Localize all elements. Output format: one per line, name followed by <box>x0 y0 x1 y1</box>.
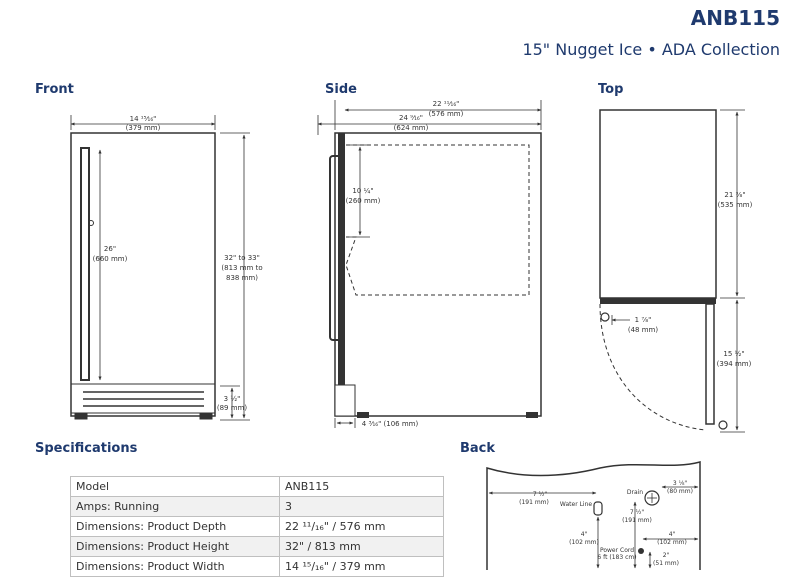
front-height-label: 32" to 33" <box>224 254 260 262</box>
front-width-label: 14 ¹⁵⁄₁₆" <box>130 115 157 123</box>
side-depth-mm: (576 mm) <box>429 110 464 118</box>
spec-label: Dimensions: Product Depth <box>70 516 280 537</box>
top-gap-mm: (48 mm) <box>628 326 659 334</box>
power-cord-icon <box>638 548 644 554</box>
side-handle <box>329 155 345 341</box>
side-toe-label: 4 ³⁄₁₆" (106 mm) <box>362 420 419 428</box>
side-heading: Side <box>325 82 357 97</box>
side-bin-mm: (260 mm) <box>346 197 381 205</box>
side-cabinet-outline <box>334 132 542 417</box>
spec-label: Model <box>70 476 280 497</box>
model-title: ANB115 <box>690 6 780 30</box>
spec-value: ANB115 <box>279 476 444 497</box>
back-water-offset-label: 7 ½" <box>533 491 548 498</box>
back-drain-offset-label: 3 ⅛" <box>673 480 688 487</box>
water-line-icon <box>593 501 603 516</box>
table-row: Dimensions: Product Height 32" / 813 mm <box>70 536 444 557</box>
hinge-icon <box>600 312 610 322</box>
side-total-depth-label: 24 ⁹⁄₁₆" <box>399 114 423 122</box>
front-cabinet-outline <box>70 132 216 417</box>
table-row: Model ANB115 <box>70 476 444 497</box>
back-drain-offset-mm: (80 mm) <box>667 488 693 495</box>
side-door <box>338 133 345 385</box>
spec-label: Amps: Running <box>70 496 280 517</box>
toe-kick <box>334 384 356 417</box>
specifications-heading: Specifications <box>35 441 138 456</box>
top-gap-label: 1 ⅞" <box>635 316 652 324</box>
spec-value: 14 ¹⁵/₁₆" / 379 mm <box>279 556 444 577</box>
back-water-height-mm: (102 mm) <box>569 539 599 546</box>
front-width-mm: (379 mm) <box>126 124 161 132</box>
back-power-offset-label: 4" <box>669 531 676 538</box>
front-base-mm: (89 mm) <box>217 404 248 412</box>
top-cabinet-outline <box>599 109 717 299</box>
table-row: Amps: Running 3 <box>70 496 444 517</box>
front-handle-label: 26" <box>104 245 116 253</box>
drain-label: Drain <box>627 489 643 496</box>
ice-bin-outline <box>345 144 530 296</box>
back-power-height-mm: (51 mm) <box>653 560 679 567</box>
side-dimension-labels: 22 ¹¹⁄₁₆" (576 mm) 24 ⁹⁄₁₆" (624 mm) 10 … <box>346 100 464 428</box>
product-subtitle: 15" Nugget Ice • ADA Collection <box>522 40 780 59</box>
spec-label: Dimensions: Product Height <box>70 536 280 557</box>
top-depth-label: 21 ⅜" <box>724 191 745 199</box>
front-view <box>70 115 250 421</box>
top-swing-mm: (394 mm) <box>717 360 752 368</box>
back-view <box>486 461 701 570</box>
drain-icon <box>644 490 660 506</box>
side-depth-label: 22 ¹¹⁄₁₆" <box>433 100 460 108</box>
back-water-offset-mm: (191 mm) <box>519 499 549 506</box>
top-swing-label: 15 ½" <box>723 350 744 358</box>
spec-value: 22 ¹¹/₁₆" / 576 mm <box>279 516 444 537</box>
back-water-height-label: 4" <box>581 531 588 538</box>
water-line-label: Water Line <box>560 501 592 508</box>
back-power-offset-mm: (102 mm) <box>657 539 687 546</box>
top-door-open <box>705 303 715 425</box>
power-cord-label: Power Cord <box>600 547 634 554</box>
top-door <box>600 298 716 304</box>
spec-value: 32" / 813 mm <box>279 536 444 557</box>
door-lock-icon <box>88 220 94 226</box>
back-wall-cutaway <box>486 461 701 570</box>
front-handle-mm: (660 mm) <box>93 255 128 263</box>
specifications-table: Model ANB115 Amps: Running 3 Dimensions:… <box>70 476 444 577</box>
back-power-height-label: 2" <box>663 552 670 559</box>
spec-value: 3 <box>279 496 444 517</box>
back-drain-height-mm: (191 mm) <box>622 517 652 524</box>
front-door-handle <box>80 147 90 381</box>
front-height-mm-1: (813 mm to <box>221 264 262 272</box>
power-cord-length: 6 ft (183 cm) <box>597 554 636 561</box>
side-bin-label: 10 ¼" <box>352 187 373 195</box>
front-dimension-labels: 14 ¹⁵⁄₁₆" (379 mm) 26" (660 mm) 32" to 3… <box>93 115 263 412</box>
front-heading: Front <box>35 82 74 97</box>
front-height-mm-2: 838 mm) <box>226 274 258 282</box>
back-heading: Back <box>460 441 496 456</box>
back-dimension-labels: 7 ½" (191 mm) Water Line Drain 3 ⅛" (80 … <box>519 480 693 567</box>
back-drain-height-label: 7 ½" <box>630 509 645 516</box>
table-row: Dimensions: Product Depth 22 ¹¹/₁₆" / 57… <box>70 516 444 537</box>
top-heading: Top <box>598 82 624 97</box>
side-view <box>317 100 542 428</box>
door-swing-arc <box>599 303 707 431</box>
side-total-depth-mm: (624 mm) <box>394 124 429 132</box>
front-base-label: 3 ½" <box>224 395 241 403</box>
top-depth-mm: (535 mm) <box>718 201 753 209</box>
top-view <box>599 109 745 433</box>
table-row: Dimensions: Product Width 14 ¹⁵/₁₆" / 37… <box>70 556 444 577</box>
spec-label: Dimensions: Product Width <box>70 556 280 577</box>
top-dimension-labels: 21 ⅜" (535 mm) 1 ⅞" (48 mm) 15 ½" (394 m… <box>628 191 753 368</box>
